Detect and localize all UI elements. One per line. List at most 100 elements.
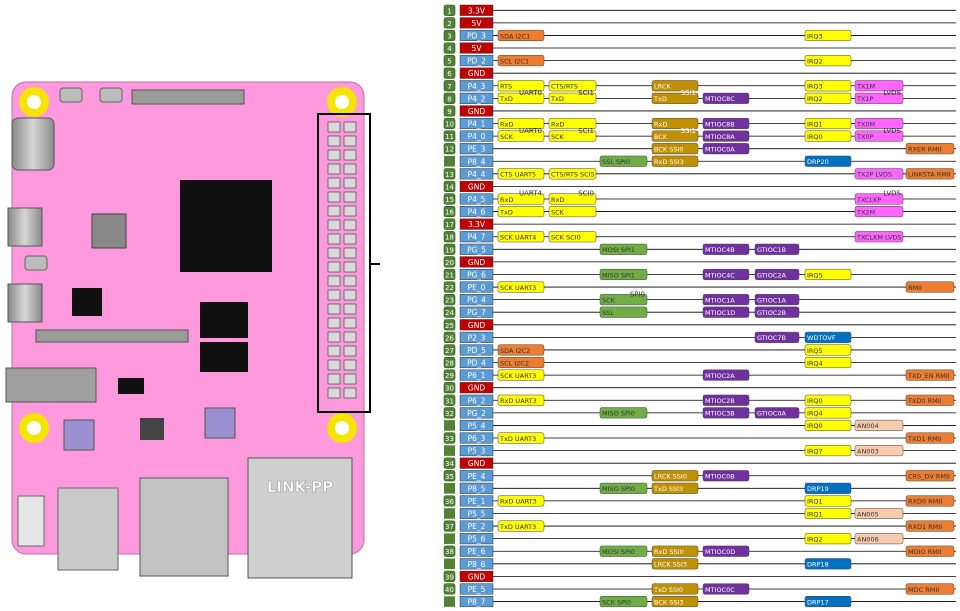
svg-text:5V: 5V — [472, 44, 483, 53]
svg-text:BCK SSI0: BCK SSI0 — [654, 145, 684, 153]
pin-number: 11 — [443, 130, 456, 142]
svg-text:P4_7: P4_7 — [468, 233, 486, 242]
signal-label: P2_3 — [459, 331, 494, 343]
function-tag: TX2M — [854, 206, 904, 218]
function-tag: LINKSTA RMII — [905, 168, 955, 180]
svg-text:SCL I2C2: SCL I2C2 — [500, 359, 529, 367]
header-pin — [343, 205, 357, 217]
function-tag: SCK — [497, 130, 545, 142]
pin-number: 4 — [443, 42, 456, 54]
header-pin — [327, 345, 341, 357]
function-tag: MTIOC3B — [702, 407, 750, 419]
svg-text:IRQ0: IRQ0 — [807, 397, 823, 405]
function-tag: LRCK — [651, 80, 699, 92]
svg-text:17: 17 — [445, 221, 454, 229]
function-tag: MTIOC4B — [702, 243, 750, 255]
function-tag: RXER RMII — [905, 143, 955, 155]
signal-label: PG_6 — [459, 268, 494, 281]
svg-text:MTIOC0A: MTIOC0A — [705, 145, 735, 153]
group-label: UART0 — [519, 89, 542, 97]
svg-text:SCK: SCK — [551, 208, 565, 216]
function-tag: RMII — [905, 281, 955, 293]
svg-text:MTIOC0B: MTIOC0B — [705, 473, 735, 481]
svg-text:MTIOC8C: MTIOC8C — [705, 95, 735, 103]
function-tag: TXD1 RMII — [905, 432, 955, 444]
signal-label: P4_7 — [459, 231, 494, 243]
svg-text:MTIOC1A: MTIOC1A — [705, 296, 735, 304]
jst-connector — [17, 495, 45, 547]
function-tag: WDTOVF — [804, 331, 852, 343]
function-tag: IRQ1 — [804, 495, 852, 507]
svg-text:10: 10 — [445, 121, 454, 129]
signal-label: P8_5 — [459, 482, 494, 494]
svg-text:RxD: RxD — [551, 196, 564, 204]
svg-text:28: 28 — [445, 360, 454, 368]
svg-text:IRQ5: IRQ5 — [807, 271, 823, 279]
function-tag: IRQ2 — [804, 92, 852, 104]
function-tag: DRP19 — [804, 482, 852, 494]
function-tag: IRQ0 — [804, 394, 852, 406]
function-tag: AN003 — [854, 445, 904, 457]
signal-label: P4_1 — [459, 117, 494, 130]
svg-text:UART0: UART0 — [519, 127, 542, 135]
signal-label: PG_2 — [459, 407, 494, 419]
svg-text:IRQ2: IRQ2 — [807, 57, 823, 65]
signal-label: 3.3V — [459, 4, 494, 16]
signal-label: PE_3 — [459, 143, 494, 155]
chip — [204, 407, 236, 439]
svg-text:PD_4: PD_4 — [467, 359, 486, 368]
function-tag: SCL I2C2 — [497, 356, 545, 369]
signal-label: PD_5 — [459, 344, 494, 356]
svg-text:DRP17: DRP17 — [807, 598, 829, 606]
function-tag: SSL — [599, 306, 648, 318]
function-tag: IRQ4 — [804, 407, 852, 419]
header-pin — [343, 163, 357, 175]
svg-text:MDC RMII: MDC RMII — [908, 586, 939, 594]
svg-text:P5_3: P5_3 — [468, 447, 486, 456]
function-tag: GTIOC1B — [754, 243, 800, 255]
svg-text:P4_1: P4_1 — [468, 120, 486, 129]
header-pin — [343, 219, 357, 231]
svg-text:TxD: TxD — [499, 208, 513, 216]
signal-label: P6_2 — [459, 394, 494, 406]
chip — [72, 288, 102, 316]
pin-number: 22 — [443, 281, 456, 293]
svg-text:15: 15 — [445, 196, 454, 204]
svg-text:2: 2 — [447, 20, 451, 28]
svg-text:GTIOC2B: GTIOC2B — [757, 309, 786, 317]
function-tag: GTIOC2B — [754, 306, 800, 318]
pin-number: 14 — [443, 180, 456, 192]
svg-text:P4_2: P4_2 — [468, 94, 486, 103]
function-tag: SSL SPI0 — [599, 155, 648, 167]
svg-text:3.3V: 3.3V — [468, 6, 486, 15]
function-tag: TXD0 RMII — [905, 394, 955, 406]
svg-text:GND: GND — [468, 69, 485, 78]
function-tag: AN004 — [854, 419, 904, 431]
function-tag: TX0M — [854, 117, 904, 130]
header-pin — [343, 177, 357, 189]
svg-text:19: 19 — [445, 246, 454, 254]
svg-text:26: 26 — [445, 334, 454, 342]
function-tag: MOSI SPI1 — [599, 243, 648, 255]
function-tag: MTIOC1A — [702, 294, 750, 306]
function-tag: MDIO RMII — [905, 545, 955, 557]
svg-text:GND: GND — [468, 107, 485, 116]
header-pin — [343, 135, 357, 147]
svg-text:MTIOC8B: MTIOC8B — [705, 120, 735, 128]
svg-text:CTS UART5: CTS UART5 — [500, 171, 536, 179]
svg-text:33: 33 — [445, 435, 454, 443]
header-pin — [327, 135, 341, 147]
header-pin — [327, 121, 341, 133]
svg-text:38: 38 — [445, 548, 454, 556]
svg-text:37: 37 — [445, 523, 454, 531]
function-tag: GTIOC7B — [754, 331, 800, 343]
pin-number: 20 — [443, 256, 456, 268]
svg-text:IRQ1: IRQ1 — [807, 498, 823, 506]
signal-label: P4_3 — [459, 80, 494, 92]
pin-number: 8 — [443, 92, 456, 104]
function-tag: RxD SSI0 — [651, 545, 699, 557]
svg-text:21: 21 — [445, 271, 454, 279]
svg-text:TX0M: TX0M — [856, 120, 875, 128]
pin-number: 1 — [443, 4, 456, 16]
pin-number: 40 — [443, 583, 456, 595]
